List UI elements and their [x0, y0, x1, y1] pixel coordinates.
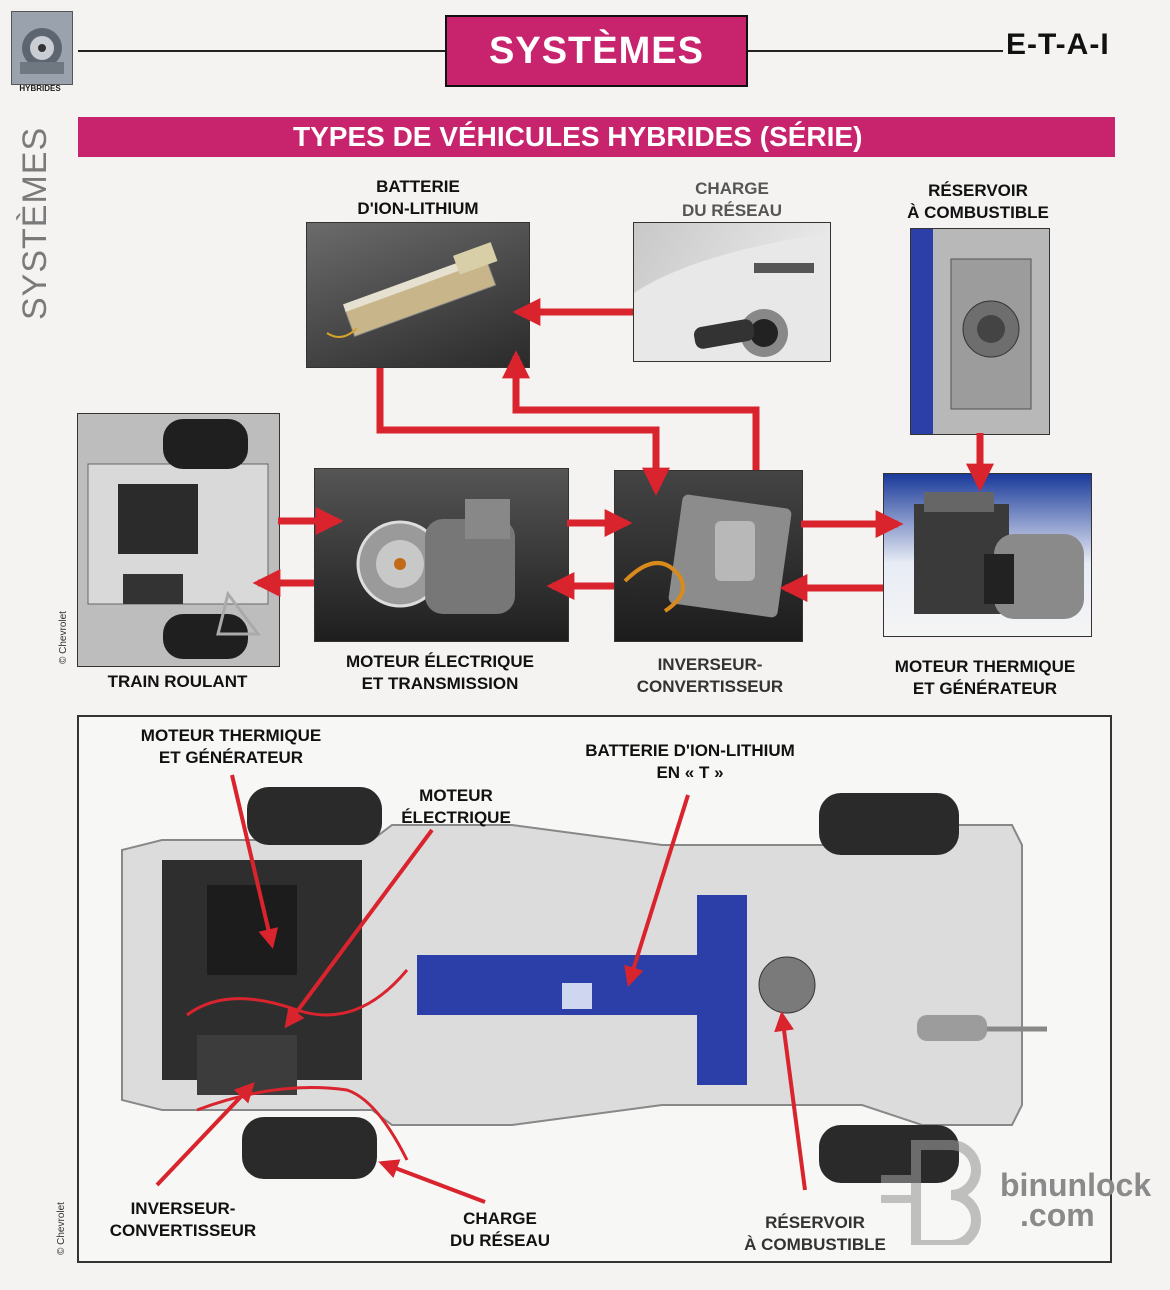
hybrid-logo-image	[11, 11, 73, 85]
header-rule-left	[78, 50, 445, 52]
header-rule-right	[748, 50, 1003, 52]
chassis-credit: © Chevrolet	[56, 1202, 67, 1255]
logo-caption: HYBRIDES	[19, 84, 61, 93]
chassis-inverter-label: INVERSEUR-CONVERTISSEUR	[109, 1199, 257, 1240]
electric-motor-photo	[314, 468, 569, 642]
watermark-logo-icon	[881, 1140, 981, 1245]
train-roulant-label: TRAIN ROULANT	[107, 672, 248, 691]
engine-generator-photo	[883, 473, 1092, 637]
inverter-label: INVERSEUR-CONVERTISSEUR	[636, 655, 784, 696]
watermark-text: binunlock .com	[1000, 1167, 1152, 1233]
diagram-credit: © Chevrolet	[58, 611, 69, 664]
chassis-drawing	[121, 774, 1047, 1204]
section-title: SYSTÈMES	[445, 15, 748, 87]
charge-photo	[633, 222, 831, 362]
inverter-photo	[614, 470, 803, 642]
page-banner-title: TYPES DE VÉHICULES HYBRIDES (SÉRIE)	[78, 117, 1115, 157]
battery-photo	[306, 222, 530, 368]
fuel-tank-photo	[910, 228, 1050, 435]
brand-name: E-T-A-I	[1006, 28, 1110, 61]
train-roulant-photo	[77, 413, 280, 667]
flow-arrows	[252, 298, 994, 602]
